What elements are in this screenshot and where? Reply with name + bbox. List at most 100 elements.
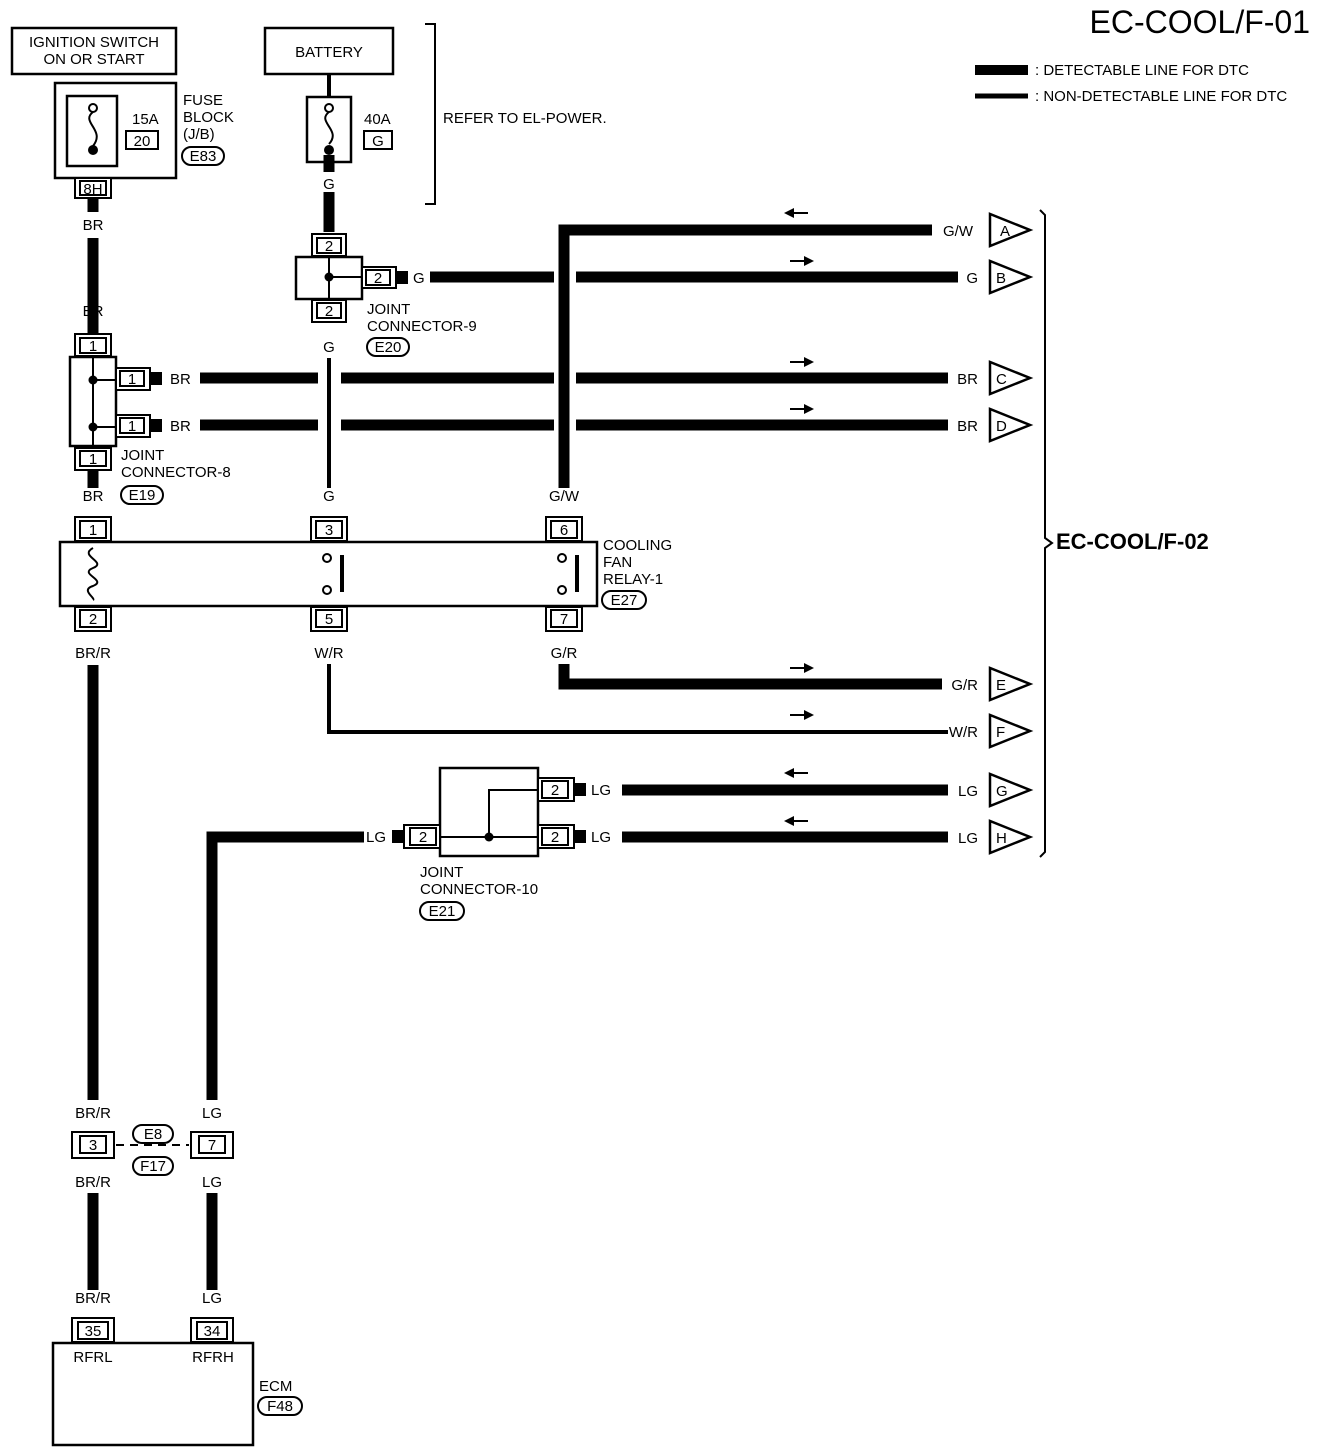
label-lg-jc10-top: LG xyxy=(591,782,611,799)
jc10-connector-badge xyxy=(419,901,465,921)
jc10-bus-top xyxy=(488,789,538,837)
arrow-right-b xyxy=(790,256,814,266)
offpage-e-letter: E xyxy=(996,677,1006,694)
wire-gw xyxy=(558,224,932,488)
ecm-term-right: RFRH xyxy=(192,1349,234,1366)
offpage-b-letter: B xyxy=(996,270,1006,287)
relay-switch-icon-1 xyxy=(322,553,344,595)
battery-fuse-number: G xyxy=(372,133,384,150)
battery-label: BATTERY xyxy=(295,44,363,61)
label-brr-ecm: BR/R xyxy=(75,1290,111,1307)
ignition-switch-line1: IGNITION SWITCH xyxy=(29,34,159,51)
label-lg-jc10-bottom: LG xyxy=(591,829,611,846)
fuse-icon xyxy=(88,103,98,155)
offpage-a-letter: A xyxy=(1000,223,1010,240)
jc10-junction xyxy=(484,832,494,842)
legend-non-detectable-text: : NON-DETECTABLE LINE FOR DTC xyxy=(1035,88,1287,105)
relay-pin-6: 6 xyxy=(560,522,568,539)
jc8-junction-1 xyxy=(88,375,98,385)
harness-pin-right-inner xyxy=(198,1135,226,1154)
ecm-pin-right-inner xyxy=(196,1321,228,1340)
relay-connector-badge xyxy=(601,590,647,610)
label-wr-relay: W/R xyxy=(314,645,343,662)
label-lg-jc10-left: LG xyxy=(366,829,386,846)
offpage-b: G B xyxy=(966,259,1034,295)
arrow-right-f xyxy=(790,710,814,720)
jc8-pin-side2-inner xyxy=(119,417,145,434)
relay-coil-icon xyxy=(86,547,99,601)
ecm-pin-right: 34 xyxy=(204,1323,221,1340)
offpage-g: LG G xyxy=(958,772,1034,808)
jc9-pin-side-inner xyxy=(365,269,391,286)
fuse-block-line3: (J/B) xyxy=(183,126,215,143)
label-g-2: G xyxy=(323,339,335,356)
ecm-connector-badge xyxy=(257,1396,303,1416)
fuse-block-connector: E83 xyxy=(190,148,217,165)
ignition-switch-line2: ON OR START xyxy=(43,51,144,68)
jc10-pin-left: 2 xyxy=(419,829,427,846)
offpage-a: G/W A xyxy=(943,212,1034,248)
jc8-side1-stub xyxy=(150,372,162,385)
offpage-d-color: BR xyxy=(957,418,978,435)
wire-wr xyxy=(327,664,948,734)
label-g-3: G xyxy=(323,488,335,505)
offpage-f-letter: F xyxy=(996,724,1005,741)
offpage-f-color: W/R xyxy=(949,724,978,741)
ecm-connector: F48 xyxy=(267,1398,293,1415)
offpage-d: BR D xyxy=(957,407,1034,443)
label-lg-harness-bottom: LG xyxy=(202,1174,222,1191)
label-brr-harness-top: BR/R xyxy=(75,1105,111,1122)
relay-switch-icon-2 xyxy=(557,553,579,595)
fuse-block-connector-badge xyxy=(181,146,225,166)
jc10-top-stub xyxy=(574,783,586,796)
wires xyxy=(87,192,958,1290)
refer-text: REFER TO EL-POWER. xyxy=(443,110,607,127)
harness-pin-left: 3 xyxy=(89,1137,97,1154)
jc8-pin-top-inner xyxy=(79,337,107,354)
relay-pin-2: 2 xyxy=(89,611,97,628)
jc9-pin-bottom: 2 xyxy=(325,303,333,320)
relay-pin-3: 3 xyxy=(325,522,333,539)
relay-pins-bottom xyxy=(74,606,583,632)
offpage-a-color: G/W xyxy=(943,223,974,240)
jc9-connector-badge xyxy=(366,337,410,357)
arrow-left-h xyxy=(784,816,808,826)
harness-pin-left-inner xyxy=(79,1135,107,1154)
jc8-connector: E19 xyxy=(129,487,156,504)
jc10-pin-bottom: 2 xyxy=(551,829,559,846)
jc8-pin-side1: 1 xyxy=(128,371,136,388)
arrow-right-c xyxy=(790,357,814,367)
ignition-switch-box xyxy=(10,26,178,76)
jc10-pin-top-inner xyxy=(541,780,569,799)
jc9-connector: E20 xyxy=(375,339,402,356)
harness-conn1: E8 xyxy=(144,1126,162,1143)
arrow-left-g xyxy=(784,768,808,778)
offpage-e: G/R E xyxy=(951,666,1034,702)
fuse-block-terminal-inner xyxy=(79,180,107,196)
offpage-c-letter: C xyxy=(996,371,1007,388)
jc9-pin-side: 2 xyxy=(374,270,382,287)
legend-detectable-text: : DETECTABLE LINE FOR DTC xyxy=(1035,62,1249,79)
jc10-line2: CONNECTOR-10 xyxy=(420,881,538,898)
jc8-line1: JOINT xyxy=(121,447,164,464)
jc10-bottom-stub xyxy=(574,830,586,843)
offpage-h-letter: H xyxy=(996,830,1007,847)
label-g-1: G xyxy=(323,176,335,193)
fuse-block-amp: 15A xyxy=(132,111,159,128)
offpage-c: BR C xyxy=(957,360,1034,396)
jc10-pin-bottom-inner xyxy=(541,827,569,846)
jc10-line1: JOINT xyxy=(420,864,463,881)
harness-conn2: F17 xyxy=(140,1158,166,1175)
fuse-block-line2: BLOCK xyxy=(183,109,234,126)
relay-line1: COOLING xyxy=(603,537,672,554)
jc9-pin-bottom-inner xyxy=(316,302,342,319)
ecm-pin-left: 35 xyxy=(85,1323,102,1340)
jc10-connector: E21 xyxy=(429,903,456,920)
jc8-pin-bottom-inner xyxy=(79,450,107,467)
jc9-pin-top: 2 xyxy=(325,238,333,255)
jc9-junction xyxy=(324,272,334,282)
harness-conn2-badge xyxy=(132,1156,174,1176)
battery-fuse-number-box xyxy=(363,130,393,150)
fuse-block-terminal: 8H xyxy=(83,181,102,198)
battery-box xyxy=(263,26,395,76)
